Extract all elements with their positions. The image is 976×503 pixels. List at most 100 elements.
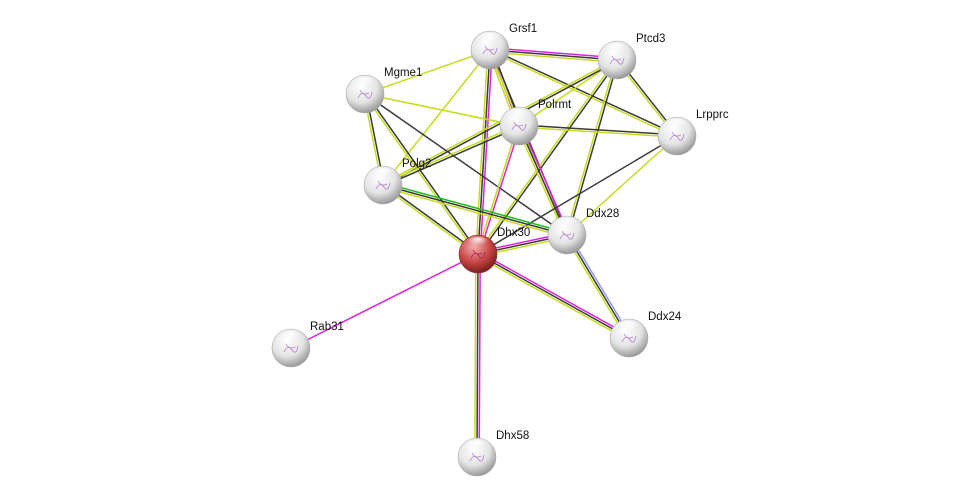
edge-channel-coexpression (478, 60, 619, 256)
protein-structure-icon (511, 121, 527, 131)
node-label: Grsf1 (509, 23, 537, 35)
edge-ddx28-ddx24[interactable] (564, 233, 632, 340)
edge-mgme1-polrmt[interactable] (364, 93, 520, 127)
edge-channel-experiments (478, 126, 521, 255)
edge-channel-experiments (490, 47, 618, 59)
node-polrmt[interactable]: Polrmt (499, 99, 572, 146)
edge-lrpprc-ddx28[interactable] (566, 135, 678, 236)
edge-channel-coexpression (383, 126, 520, 187)
edge-channel-neighborhood (383, 182, 568, 234)
protein-structure-icon (283, 343, 299, 353)
edge-channel-textmining (564, 235, 628, 340)
node-dhx58[interactable]: Dhx58 (457, 430, 529, 477)
edge-channel-textmining (364, 93, 520, 127)
edge-channel-coexpression (477, 49, 491, 255)
node-shine (466, 237, 490, 251)
edge-mgme1-dhx30[interactable] (363, 92, 480, 256)
edge-ptcd3-dhx30[interactable] (476, 58, 619, 256)
edge-dhx30-ddx24[interactable] (476, 251, 631, 341)
edge-channel-textmining (489, 50, 677, 138)
edge-channel-coexpression (383, 183, 480, 254)
edge-grsf1-dhx30[interactable] (475, 49, 493, 255)
node-mgme1[interactable]: Mgme1 (345, 67, 422, 114)
edge-dhx30-dhx58[interactable] (474, 253, 481, 458)
edge-channel-coexpression (477, 253, 630, 339)
edge-grsf1-lrpprc[interactable] (489, 48, 678, 138)
node-label: Rab31 (310, 321, 344, 333)
protein-structure-icon (375, 180, 391, 190)
edge-channel-textmining (364, 49, 491, 95)
edge-grsf1-mgme1[interactable] (364, 49, 491, 95)
edge-channel-textmining (476, 255, 629, 341)
protein-structure-icon (609, 55, 625, 65)
edge-channel-coexpression (490, 48, 678, 136)
node-label: Dhx58 (496, 430, 529, 442)
node-grsf1[interactable]: Grsf1 (470, 23, 537, 70)
node-shine (465, 440, 489, 454)
edge-channel-experiments (478, 251, 631, 337)
protein-structure-icon (357, 89, 373, 99)
edge-channel-textmining (518, 59, 618, 127)
edge-grsf1-polg2[interactable] (382, 49, 491, 186)
edge-ptcd3-ddx28[interactable] (565, 59, 619, 236)
edge-channel-textmining (382, 49, 491, 186)
edge-polg2-dhx30[interactable] (381, 183, 480, 256)
protein-structure-icon (482, 45, 498, 55)
edge-dhx30-rab31[interactable] (290, 253, 479, 349)
edge-polrmt-polg2[interactable] (382, 124, 520, 187)
node-shine (279, 331, 303, 345)
node-shine (665, 119, 689, 133)
edge-channel-coexpression (477, 135, 678, 255)
edge-mgme1-ddx28[interactable] (364, 93, 568, 236)
edge-lrpprc-dhx30[interactable] (477, 135, 678, 255)
edge-channel-coexpression (364, 93, 568, 236)
edge-channel-database (568, 233, 632, 338)
node-label: Lrpprc (696, 109, 729, 121)
node-ddx24[interactable]: Ddx24 (609, 311, 682, 358)
edge-channel-textmining (489, 51, 617, 63)
edge-polrmt-dhx30[interactable] (476, 125, 521, 255)
edge-channel-textmining (382, 124, 519, 185)
edge-channel-experiments (290, 253, 479, 349)
protein-structure-icon (621, 333, 637, 343)
node-polg2[interactable]: Polg2 (363, 158, 431, 205)
edge-grsf1-ptcd3[interactable] (489, 47, 618, 63)
edge-polrmt-ddx28[interactable] (516, 124, 570, 237)
node-dhx30[interactable]: Dhx30 (458, 227, 530, 274)
protein-structure-icon (470, 249, 486, 259)
edge-channel-textmining (381, 185, 478, 256)
node-label: Ddx24 (648, 311, 682, 323)
edge-channel-experiments (478, 254, 481, 458)
edge-channel-textmining (382, 186, 567, 238)
node-shine (353, 77, 377, 91)
node-label: Ddx28 (586, 208, 619, 220)
node-shine (371, 168, 395, 182)
node-label: Ptcd3 (636, 33, 665, 45)
edge-ptcd3-polrmt[interactable] (518, 59, 618, 127)
protein-structure-icon (469, 452, 485, 462)
node-shine (555, 218, 579, 232)
edge-channel-textmining (516, 126, 566, 237)
edge-channel-textmining (474, 253, 477, 457)
node-lrpprc[interactable]: Lrpprc (657, 109, 729, 156)
edge-channel-experiments (520, 124, 570, 235)
node-ddx28[interactable]: Ddx28 (547, 208, 619, 255)
edge-channel-textmining (475, 49, 489, 254)
edge-channel-coexpression (489, 49, 618, 61)
edge-channel-textmining (363, 94, 478, 256)
edge-channel-textmining (518, 126, 677, 138)
edge-polrmt-lrpprc[interactable] (518, 124, 678, 138)
edge-polg2-ddx28[interactable] (382, 182, 568, 238)
edge-channel-coexpression (566, 234, 630, 339)
node-ptcd3[interactable]: Ptcd3 (597, 33, 665, 80)
node-shine (617, 321, 641, 335)
node-shine (478, 33, 502, 47)
protein-structure-icon (669, 131, 685, 141)
node-rab31[interactable]: Rab31 (271, 321, 344, 368)
node-label: Polg2 (402, 158, 431, 170)
node-shine (507, 109, 531, 123)
protein-structure-icon (559, 230, 575, 240)
edge-channel-coexpression (567, 60, 619, 236)
edge-channel-coexpression (519, 124, 678, 136)
